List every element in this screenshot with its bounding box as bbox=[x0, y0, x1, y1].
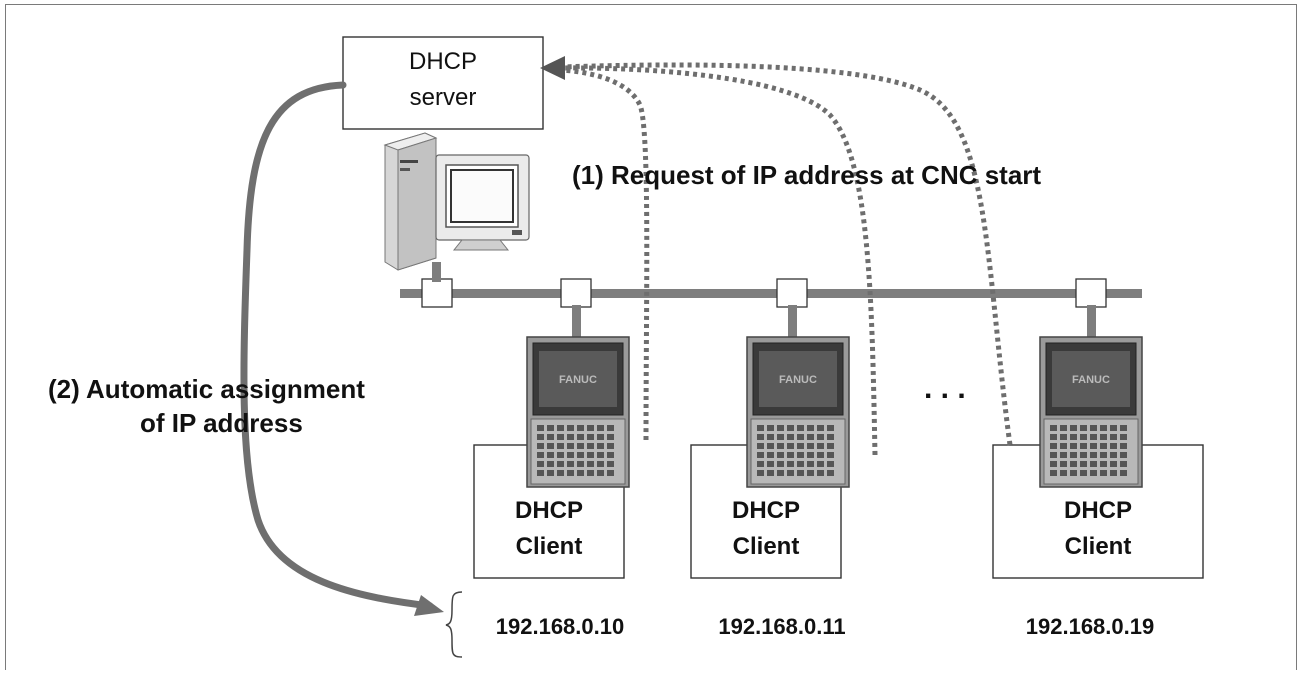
client-port bbox=[776, 278, 808, 308]
server-label-line1: DHCP bbox=[408, 48, 477, 75]
request-label: (1) Request of IP address at CNC start bbox=[572, 160, 1042, 190]
cnc-controller-icon: FANUC bbox=[746, 336, 850, 488]
network-bus bbox=[400, 289, 1142, 298]
client-ip-address: 192.168.0.11 bbox=[718, 614, 846, 639]
client-port bbox=[1075, 278, 1107, 308]
network-ports bbox=[421, 278, 1107, 308]
svg-text:FANUC: FANUC bbox=[779, 374, 817, 386]
client-label-line2: Client bbox=[732, 533, 800, 560]
request-arrow-3 bbox=[561, 62, 1013, 446]
assign-label-line1: (2) Automatic assignment bbox=[48, 374, 365, 404]
server-box bbox=[342, 36, 544, 130]
client-label-line2: Client bbox=[515, 533, 583, 560]
assignment-arrow bbox=[240, 81, 434, 610]
svg-text:FANUC: FANUC bbox=[1072, 374, 1110, 386]
server-label: DHCP server bbox=[343, 44, 543, 116]
client-ip-address: 192.168.0.10 bbox=[495, 614, 625, 639]
request-arrow-2 bbox=[561, 65, 878, 456]
assignment-arrowhead bbox=[414, 595, 444, 616]
request-arrow-1 bbox=[561, 67, 650, 441]
client-label-line1: DHCP bbox=[514, 497, 583, 524]
client-drop-line bbox=[1087, 305, 1096, 340]
server-drop-line bbox=[432, 262, 441, 282]
request-arrows bbox=[561, 62, 1013, 456]
server-computer-icon bbox=[383, 132, 530, 271]
client-port bbox=[560, 278, 592, 308]
cnc-controller-icon: FANUC bbox=[526, 336, 630, 488]
client-drop-line bbox=[788, 305, 797, 340]
server-label-line2: server bbox=[409, 84, 477, 111]
client-drop-line bbox=[572, 305, 581, 340]
client-ip-address: 192.168.0.19 bbox=[1025, 614, 1155, 639]
cnc-controller-icon: FANUC bbox=[1039, 336, 1143, 488]
ellipsis: . . . bbox=[924, 372, 966, 405]
client-label-line1: DHCP bbox=[1063, 497, 1132, 524]
request-arrowhead bbox=[540, 56, 565, 80]
server-port bbox=[421, 278, 453, 308]
assign-label: (2) Automatic assignment of IP address bbox=[40, 372, 480, 440]
assign-label-line2: of IP address bbox=[140, 408, 303, 438]
client-label: DHCP Client bbox=[993, 493, 1203, 565]
client-label-line2: Client bbox=[1064, 533, 1132, 560]
svg-text:FANUC: FANUC bbox=[559, 374, 597, 386]
client-label: DHCP Client bbox=[691, 493, 841, 565]
client-label: DHCP Client bbox=[474, 493, 624, 565]
ip-bracket bbox=[445, 591, 463, 658]
client-label-line1: DHCP bbox=[731, 497, 800, 524]
